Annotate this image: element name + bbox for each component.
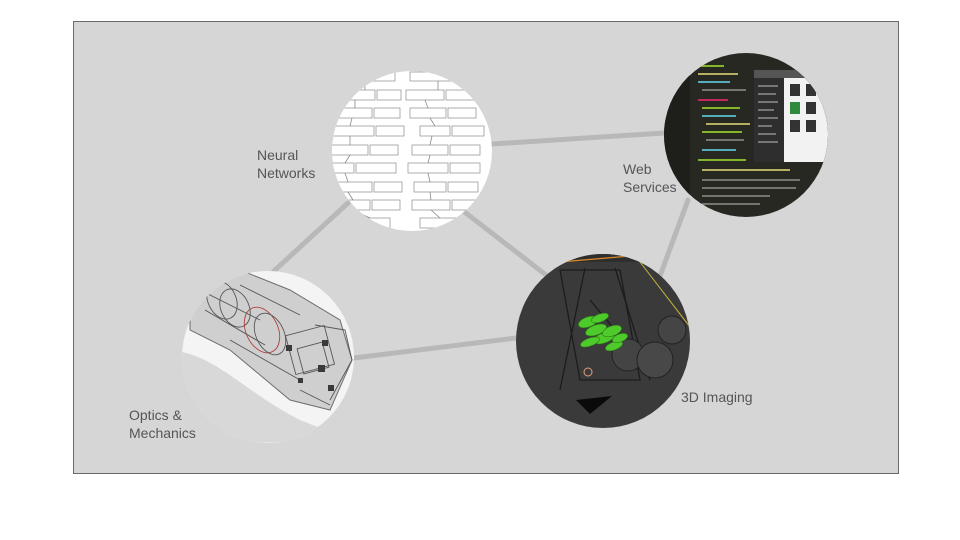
connectors <box>271 130 691 361</box>
node-neural-networks <box>332 71 492 231</box>
connector-neural-imaging <box>459 207 549 278</box>
cad-wireframe-image <box>182 271 353 443</box>
node-label-optics-mechanics: Optics & Mechanics <box>129 407 196 441</box>
node-label-web-services: Web Services <box>623 161 677 195</box>
node-optics-mechanics <box>182 271 354 443</box>
node-label-neural-networks: Neural Networks <box>257 147 316 181</box>
connector-web-imaging <box>657 197 691 279</box>
3d-rendered-scene-image <box>516 254 690 414</box>
node-label-3d-imaging: 3D Imaging <box>681 389 753 405</box>
connector-neural-optics <box>271 200 351 274</box>
connector-optics-imaging <box>351 335 519 361</box>
node-3d-imaging <box>516 254 690 428</box>
node-web-services <box>664 53 828 217</box>
connector-neural-web <box>489 130 667 147</box>
